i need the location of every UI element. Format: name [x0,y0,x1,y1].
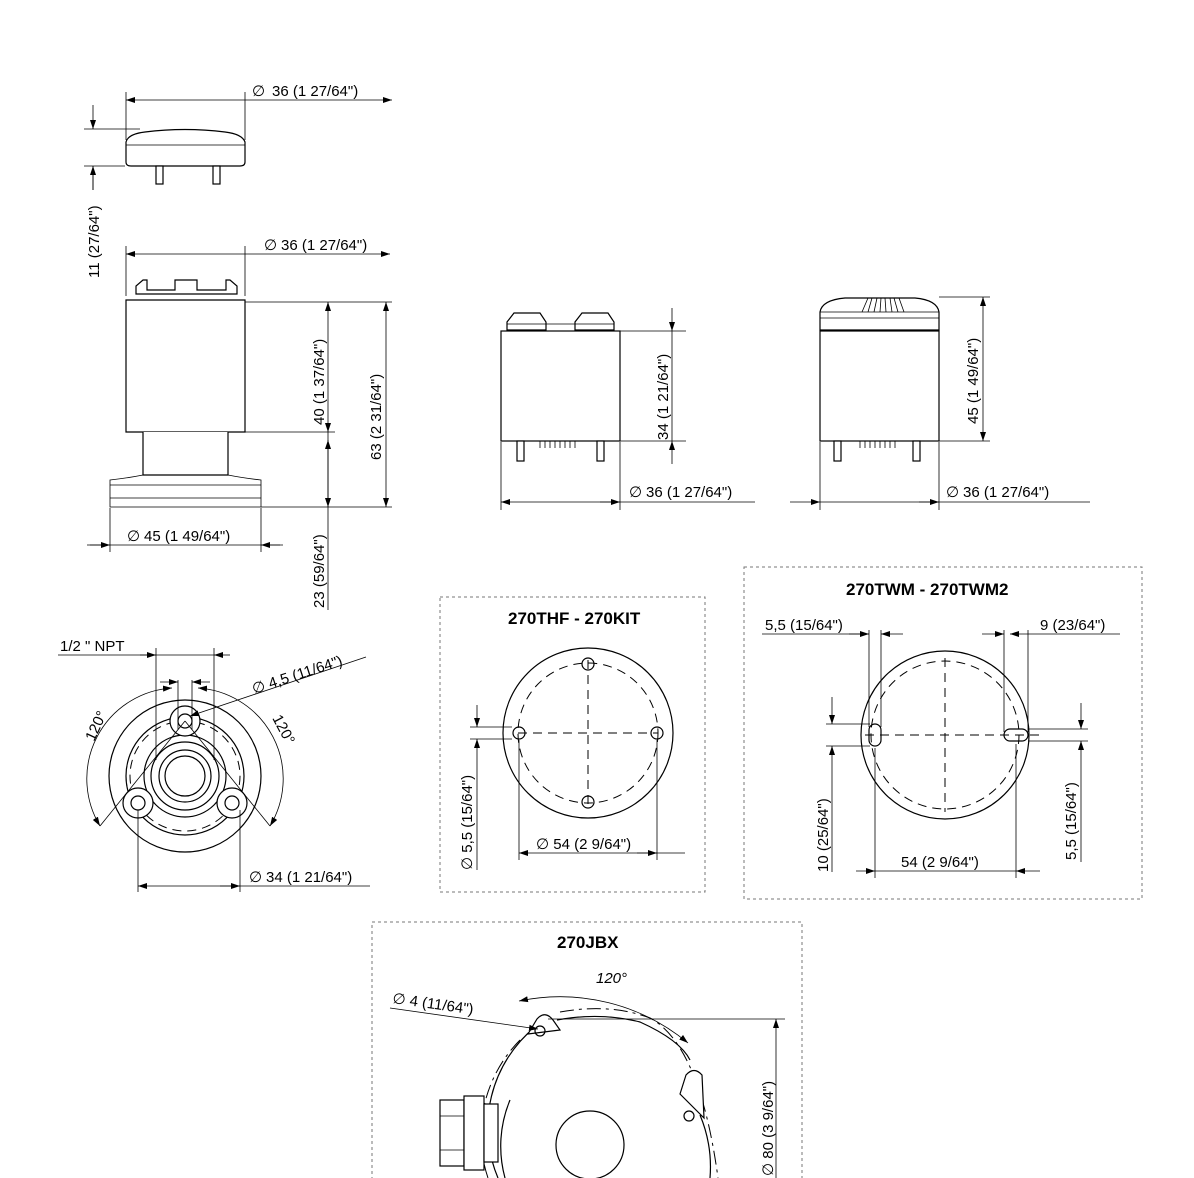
thf-circle-value: 54 (2 9/64") [553,836,631,853]
base-angle-right-label: 120° [268,712,298,747]
jbx-angle-label: 120° [596,970,627,987]
thread-label: 1/2 " NPT [60,638,125,655]
twm-title: 270TWM - 270TWM2 [846,580,1008,599]
right-module-height-label: 45 (1 49/64") [965,338,982,424]
diameter-symbol: ∅ [127,528,140,545]
base-bolt-circle-label: 34 (1 21/64") [266,869,352,886]
right-module-diameter-label: 36 (1 27/64") [963,484,1049,501]
top-cap-diameter-label: 36 (1 27/64") [272,83,358,100]
panel-270twm: 270TWM - 270TWM2 5,5 (15/64") 9 (23/64")… [743,566,1143,900]
base-hole-label: ∅ 4,5 (11/64") [250,653,345,698]
twm-spacing-label: 54 (2 9/64") [901,854,979,871]
total-height-label: 63 (2 31/64") [368,374,385,460]
grille [861,297,905,313]
middle-module-side-view: 34 (1 21/64") ∅ 36 (1 27/64") [500,308,755,510]
twm-slot-height-left-label: 10 (25/64") [815,798,832,872]
middle-module-diameter-label: 36 (1 27/64") [646,484,732,501]
body-side-view: ∅ 36 (1 27/64") 40 (1 37/64") 23 (59/64"… [87,237,392,610]
base-top-view: 1/2 " NPT ∅ 4,5 (11/64") 120° 120° ∅ 34 … [58,638,370,892]
diameter-symbol: ∅ [946,484,959,501]
connector-pins [859,441,896,448]
panel-270thf: 270THF - 270KIT ∅ 5,5 (15/64") ∅ 54 (2 9… [439,596,706,893]
base-hole-value: 4,5 (11/64") [266,653,344,693]
jbx-diameter-value: 80 (3 9/64") [760,1081,777,1159]
twm-slot-height-right-label: 5,5 (15/64") [1063,782,1080,860]
thf-hole-label: ∅ 5,5 (15/64") [459,775,476,870]
base-angle-left-label: 120° [82,708,111,743]
top-cap-side-view: 36 (1 27/64") ∅ 11 (27/64") [84,83,392,278]
base-diameter-label: 45 (1 49/64") [144,528,230,545]
base-height-label: 23 (59/64") [311,534,328,608]
top-cap-height-label: 11 (27/64") [86,205,103,278]
connector-pins [539,441,576,448]
thf-hole-value: 5,5 (15/64") [459,775,476,853]
jbx-diameter-label: ∅ 80 (3 9/64") [760,1081,777,1176]
thf-circle-label: ∅ 54 (2 9/64") [536,836,631,853]
body-height-label: 40 (1 37/64") [311,339,328,425]
twm-slot-left-label: 5,5 (15/64") [765,617,843,634]
diameter-symbol: ∅ [249,869,262,886]
thf-title: 270THF - 270KIT [508,609,641,628]
diameter-symbol: ∅ [264,237,277,254]
jbx-hole-value: 4 (11/64") [409,993,475,1019]
body-diameter-label: 36 (1 27/64") [281,237,367,254]
panel-270jbx: 270JBX 120° ∅ 4 (11/64") ∅ 80 (3 9/64") [371,921,803,1178]
diameter-symbol: ∅ [629,484,642,501]
jbx-title: 270JBX [557,933,619,952]
twm-slot-right-label: 9 (23/64") [1040,617,1105,634]
right-module-side-view: 45 (1 49/64") ∅ 36 (1 27/64") [790,296,1090,510]
diameter-symbol: ∅ [252,83,265,100]
middle-module-height-label: 34 (1 21/64") [655,354,672,440]
